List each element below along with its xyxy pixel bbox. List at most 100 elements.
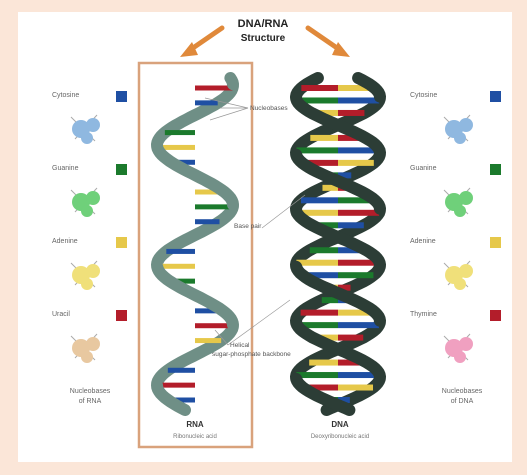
base-pair-half — [302, 272, 338, 279]
base-label: Uracil — [52, 311, 70, 318]
base-rung — [195, 85, 233, 91]
title-line-2: Structure — [241, 33, 286, 44]
base-pair-half — [338, 384, 374, 391]
base-pair-half — [300, 309, 338, 316]
guanine-molecule-icon — [70, 187, 100, 217]
base-label: Adenine — [410, 238, 436, 245]
backbone-callout: Helical sugar-phosphate backbone — [212, 299, 291, 358]
base-pair-half — [296, 209, 338, 216]
backbone-callout-line-1: Helical — [230, 342, 250, 349]
base-pair-half — [338, 309, 376, 316]
thymine-molecule-icon — [443, 333, 473, 363]
guanine-molecule-icon — [443, 187, 473, 217]
base-pair-half — [338, 172, 352, 179]
cytosine-molecule-icon — [443, 114, 473, 144]
backbone-strand-front — [151, 140, 239, 211]
base-pair-half — [297, 322, 338, 329]
base-pair-half — [338, 284, 351, 291]
cytosine-swatch — [116, 91, 127, 102]
base-rung — [157, 263, 195, 269]
backbone-strand-front — [290, 92, 386, 159]
base-pair-half — [322, 184, 338, 191]
base-rung — [157, 382, 195, 388]
guanine-swatch — [490, 164, 501, 175]
base-rung — [166, 248, 195, 254]
base-pair-half — [309, 247, 338, 254]
left-footer-line-2: of RNA — [79, 398, 102, 405]
left-arrow-icon — [180, 25, 225, 57]
base-pair-half — [338, 159, 374, 166]
base-rung — [195, 100, 218, 106]
backbone-strand-front — [151, 379, 191, 416]
base-pair-callout-label: Base pair — [234, 223, 262, 230]
nucleobases-callout-label: Nucleobases — [250, 105, 288, 112]
base-pair-half — [296, 372, 338, 379]
base-pair-half — [309, 359, 338, 366]
base-pair-half — [338, 209, 380, 216]
base-pair-half — [338, 272, 374, 279]
base-pair-half — [338, 359, 367, 366]
backbone-strand-front — [290, 148, 386, 215]
base-pair-half — [302, 384, 338, 391]
uracil-molecule-icon — [70, 333, 100, 363]
base-rung — [195, 338, 222, 344]
base-pair-half — [296, 259, 338, 266]
right-footer-line-2: of DNA — [451, 398, 474, 405]
uracil-swatch — [116, 310, 127, 321]
base-label: Adenine — [52, 238, 78, 245]
dna-helix — [290, 72, 386, 416]
adenine-swatch — [490, 237, 501, 248]
base-rung — [168, 397, 195, 403]
rna-frame — [137, 61, 254, 449]
guanine-swatch — [116, 164, 127, 175]
base-rung — [195, 308, 223, 314]
base-rung — [169, 278, 195, 284]
base-rung — [157, 144, 195, 150]
cytosine-swatch — [490, 91, 501, 102]
base-pair-half — [338, 109, 365, 116]
thymine-swatch — [490, 310, 501, 321]
adenine-molecule-icon — [443, 260, 473, 290]
base-rung — [195, 323, 233, 329]
base-label: Thymine — [410, 311, 437, 318]
base-label: Guanine — [52, 165, 79, 172]
base-label: Cytosine — [52, 92, 79, 99]
right-footer-line-1: Nucleobases — [442, 388, 483, 395]
base-pair-half — [338, 259, 380, 266]
left-footer-line-1: Nucleobases — [70, 388, 111, 395]
rna-helix — [151, 72, 239, 416]
base-pair-half — [296, 147, 338, 154]
rna-name: RNA — [186, 420, 204, 429]
base-pair-half — [338, 397, 350, 403]
base-pair-half — [321, 297, 338, 304]
backbone-strand-front — [290, 372, 356, 416]
base-pair-callout: Base pair — [234, 194, 306, 230]
base-pair-half — [338, 97, 380, 104]
base-label: Guanine — [410, 165, 437, 172]
base-pair-half — [338, 322, 379, 329]
base-pair-half — [338, 134, 366, 141]
adenine-molecule-icon — [70, 260, 100, 290]
base-pair-half — [338, 147, 380, 154]
adenine-swatch — [116, 237, 127, 248]
base-pair-half — [310, 134, 338, 141]
dna-full-name: Deoxyribonucleic acid — [311, 434, 369, 440]
diagram-card — [18, 12, 512, 462]
base-pair-half — [301, 85, 338, 91]
backbone-strand-front — [290, 260, 386, 327]
rna-full-name: Ribonucleic acid — [173, 434, 217, 440]
base-pair-half — [300, 197, 338, 204]
backbone-strand-front — [224, 72, 239, 91]
base-rung — [195, 189, 225, 195]
base-pair-half — [302, 159, 338, 166]
base-rung — [164, 130, 195, 136]
base-pair-half — [338, 372, 380, 379]
dna-name: DNA — [331, 420, 349, 429]
backbone-strand-back — [151, 80, 239, 151]
base-rung — [195, 204, 233, 210]
title-line-1: DNA/RNA — [238, 18, 289, 30]
base-pair-half — [338, 334, 364, 341]
cytosine-molecule-icon — [70, 114, 100, 144]
backbone-callout-line-2: sugar-phosphate backbone — [212, 351, 291, 358]
